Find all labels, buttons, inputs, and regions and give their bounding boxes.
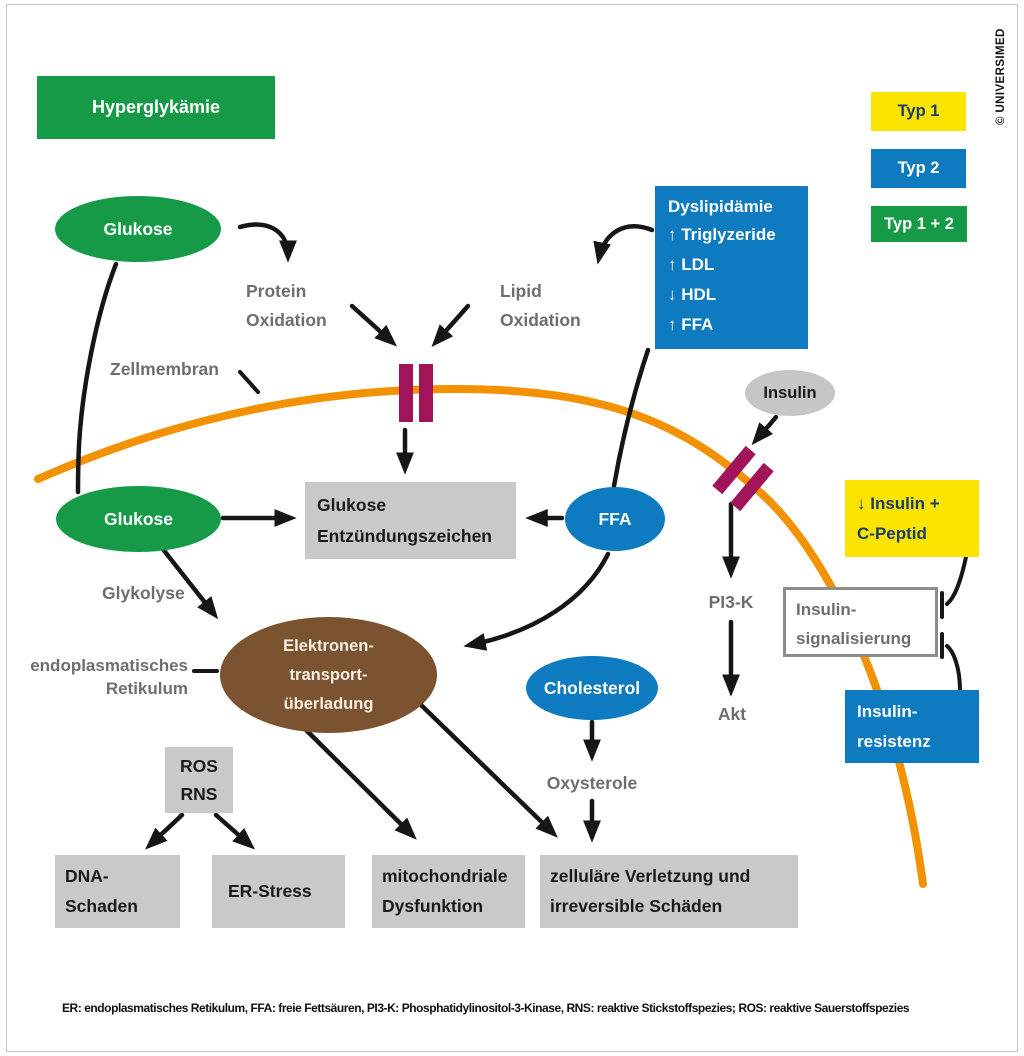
- mitochondriale-box: mitochondriale Dysfunktion: [372, 855, 525, 928]
- insulin-ellipse: Insulin: [745, 370, 835, 416]
- glukose-entzuendung-box: Glukose Entzündungszeichen: [305, 482, 516, 559]
- cholesterol-label: Cholesterol: [543, 677, 641, 698]
- legend-typ2: Typ 2: [871, 149, 966, 188]
- dyslipidaemie-items: ↑ Triglyzeride ↑ LDL ↓ HDL ↑ FFA: [668, 225, 776, 334]
- glykolyse-label: Glykolyse: [102, 583, 185, 603]
- cholesterol-ellipse: Cholesterol: [526, 656, 658, 720]
- glucose-channel-icon: [419, 364, 433, 422]
- arrow-insulin-to-channel: [751, 414, 779, 446]
- legend-typ1-2: Typ 1 + 2: [871, 206, 967, 242]
- hyperglykaemie-box: Hyperglykämie: [37, 76, 275, 139]
- copyright-credit: © UNIVERSIMED: [995, 28, 1007, 125]
- arrow-ros-to-erstress: [213, 812, 256, 850]
- ffa-label: FFA: [598, 508, 632, 529]
- glukose-top-label: Glukose: [103, 218, 173, 239]
- zellulaere-box: zelluläre Verletzung und irreversible Sc…: [540, 855, 798, 928]
- legend-typ1-2-label: Typ 1 + 2: [884, 214, 954, 233]
- dyslipidaemie-box: Dyslipidämie ↑ Triglyzeride ↑ LDL ↓ HDL …: [655, 186, 808, 349]
- inhibitor-resistenz-to-signalisierung: [945, 644, 962, 693]
- arrow-ffa-to-elektronen: [463, 551, 611, 651]
- er-retikulum-label: endoplasmatisches Retikulum: [30, 656, 188, 698]
- er-stress-label: ER-Stress: [228, 881, 312, 901]
- glucose-channel-icon: [399, 364, 413, 422]
- oxysterole-label: Oxysterole: [546, 773, 638, 793]
- legend-typ1-label: Typ 1: [897, 102, 940, 120]
- glukose-inner-ellipse: Glukose: [56, 486, 221, 552]
- protein-oxidation-label: Protein Oxidation: [246, 281, 327, 330]
- arrow-glykolyse: [159, 545, 219, 620]
- arrow-glukose-to-protein-oxidation: [237, 222, 297, 263]
- akt-label: Akt: [717, 704, 747, 724]
- arrow-elektronen-to-zellulaere: [417, 701, 558, 838]
- insulin-receptor-icon: [712, 445, 756, 495]
- arrow-ros-to-dna: [145, 812, 185, 850]
- elektronen-ellipse: Elektronen- transport- überladung: [220, 617, 437, 733]
- insulin-label: Insulin: [763, 383, 817, 402]
- arrow-elektronen-to-mitochondriale: [297, 721, 417, 840]
- arrow-dyslipidaemie-to-lipid-oxidation: [593, 224, 655, 265]
- curve-dyslipidaemie-to-ffa: [611, 347, 651, 489]
- legend-typ2-label: Typ 2: [897, 159, 940, 177]
- insulin-signalisierung-box: Insulin- signalisierung: [783, 587, 938, 657]
- glukose-top-ellipse: Glukose: [55, 196, 221, 262]
- legend-typ1: Typ 1: [871, 92, 966, 131]
- arrow-protein-oxidation-to-channel: [349, 303, 398, 347]
- inhibitor-cpeptid-to-signalisierung: [945, 555, 968, 606]
- lipid-oxidation-label: Lipid Oxidation: [500, 281, 581, 330]
- curve-glukose-transport: [75, 261, 119, 495]
- insulin-receptor-icon: [730, 462, 774, 512]
- abbreviation-footnote: ER: endoplasmatisches Retikulum, FFA: fr…: [62, 1001, 910, 1015]
- ffa-ellipse: FFA: [565, 487, 665, 551]
- hyperglykaemie-label: Hyperglykämie: [91, 97, 221, 117]
- insulin-resistenz-box: Insulin- resistenz: [845, 690, 979, 763]
- er-stress-box: ER-Stress: [212, 855, 345, 928]
- zellmembran-label: Zellmembran: [110, 359, 219, 379]
- ros-rns-box: ROS RNS: [165, 747, 233, 813]
- dyslipidaemie-title: Dyslipidämie: [668, 197, 773, 216]
- glukose-inner-label: Glukose: [103, 508, 174, 529]
- line-zellmembran-pointer: [238, 370, 260, 394]
- dna-schaden-box: DNA- Schaden: [55, 855, 180, 928]
- diagram-frame: [6, 4, 1018, 1052]
- arrow-lipid-oxidation-to-channel: [431, 303, 471, 348]
- insulin-cpeptid-box: ↓ Insulin + C-Peptid: [845, 480, 979, 557]
- pi3k-label: PI3-K: [708, 592, 754, 612]
